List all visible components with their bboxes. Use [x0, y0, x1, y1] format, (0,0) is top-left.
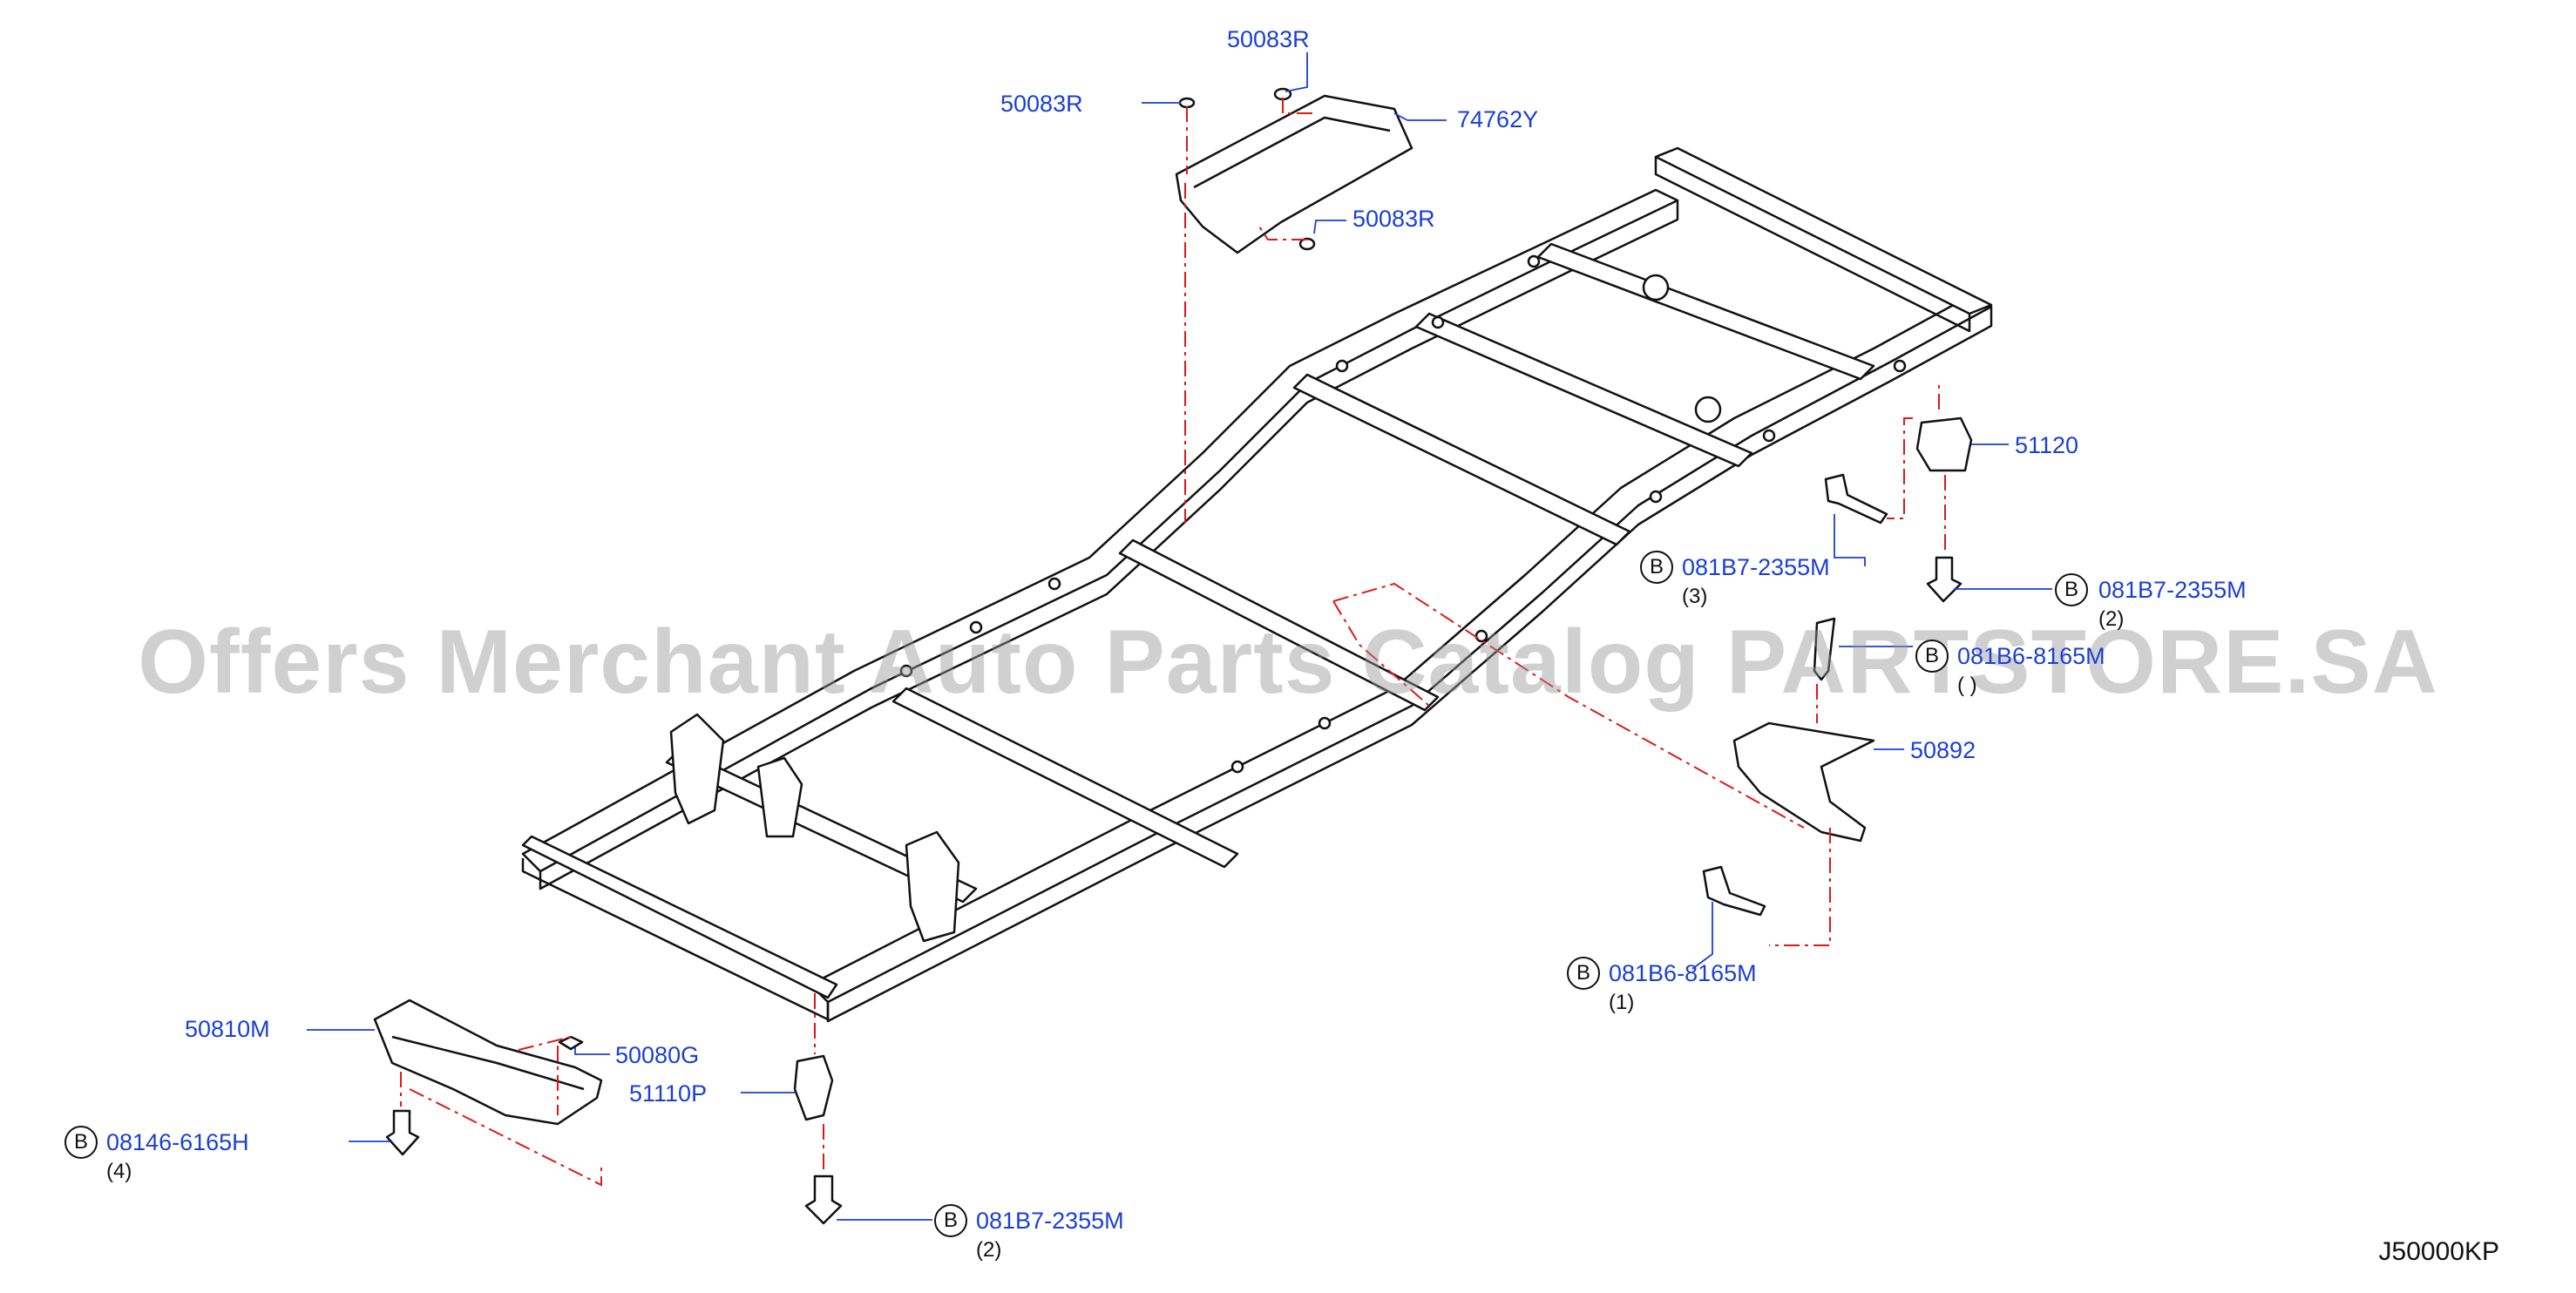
part-label-cover-rear[interactable]: 50892: [1910, 737, 1976, 763]
bolt-part-mid: [1824, 473, 1888, 525]
clip-part-left: [1178, 97, 1196, 109]
part-label-clip-left[interactable]: 50083R: [1000, 91, 1083, 117]
part-label-bolt-bottom[interactable]: 081B7-2355M: [976, 1208, 1124, 1234]
bolt-part-lower: [1702, 865, 1766, 917]
bolt-part-partial: [1813, 617, 1836, 681]
phantom-lines: [400, 98, 1946, 1187]
clip-part-front: [558, 1035, 584, 1051]
qty-bolt-partial: ( ): [1957, 674, 1977, 697]
part-label-insulator[interactable]: 74762Y: [1457, 106, 1539, 132]
part-label-bolt-lower[interactable]: 081B6-8165M: [1609, 960, 1757, 986]
heat-insulator-part: [1175, 94, 1413, 254]
qty-bolt-bottom: (2): [976, 1238, 1002, 1262]
bolt-marker-mid: B: [1640, 551, 1673, 584]
rear-cover-part: [1732, 721, 1875, 843]
part-label-bolt-mid[interactable]: 081B7-2355M: [1682, 554, 1830, 580]
qty-bolt-rear: (2): [2098, 607, 2125, 631]
bolt-part-rear: [1926, 556, 1963, 603]
chassis-frame: [521, 146, 1993, 1023]
diagram-code: J50000KP: [2378, 1237, 2499, 1266]
watermark: Offers Merchant Auto Parts Catalog PARTS…: [138, 612, 2438, 713]
bracket-part-rear: [1915, 416, 1973, 472]
leader-lines: [307, 52, 2052, 1221]
bolt-marker-rear: B: [2055, 573, 2088, 606]
qty-bolt-lower: (1): [1609, 991, 1635, 1014]
bolt-marker-lower: B: [1567, 957, 1600, 990]
bolt-marker-bottom: B: [934, 1204, 967, 1237]
part-label-bolt-front[interactable]: 08146-6165H: [106, 1129, 249, 1155]
bolt-marker-partial: B: [1915, 640, 1949, 673]
part-label-bracket-front[interactable]: 51110P: [629, 1080, 708, 1107]
bolt-part-bottom: [804, 1175, 843, 1225]
bracket-part-front: [793, 1054, 834, 1121]
bolt-part-front: [385, 1109, 420, 1156]
part-label-clip-front[interactable]: 50080G: [615, 1042, 700, 1068]
part-label-clip-right[interactable]: 50083R: [1352, 206, 1435, 232]
part-label-bolt-rear[interactable]: 081B7-2355M: [2098, 577, 2247, 603]
bolt-marker-front: B: [64, 1126, 98, 1159]
part-label-bracket-rear[interactable]: 51120: [2015, 432, 2079, 458]
parts: [373, 87, 1973, 1225]
part-label-bolt-partial[interactable]: 081B6-8165M: [1957, 643, 2105, 669]
part-label-clip-top[interactable]: 50083R: [1227, 26, 1310, 52]
front-cover-part: [373, 999, 603, 1126]
qty-bolt-mid: (3): [1682, 585, 1708, 608]
qty-bolt-front: (4): [106, 1160, 132, 1183]
part-label-cover-front[interactable]: 50810M: [185, 1016, 270, 1042]
